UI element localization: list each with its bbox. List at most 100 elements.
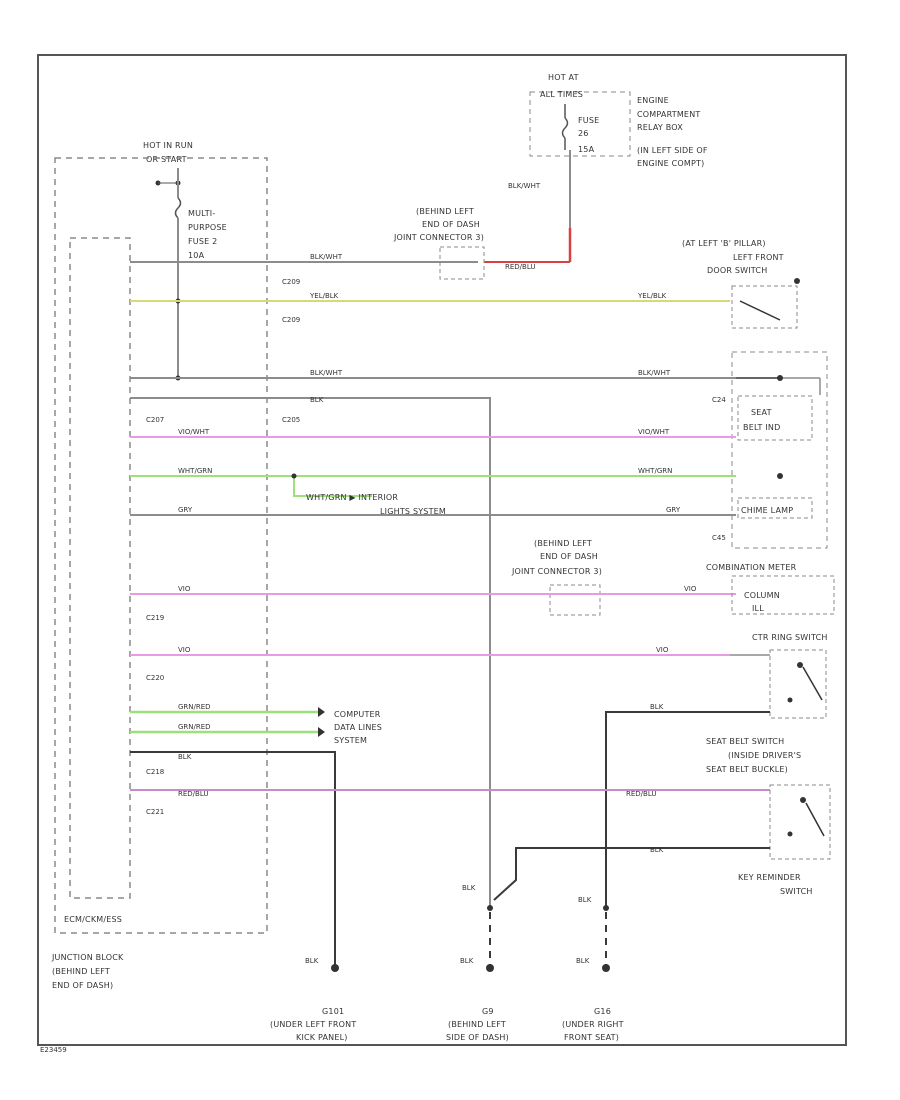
connector-c218: C218 [146, 768, 164, 776]
wire-label-row8: VIO [178, 585, 191, 593]
interior-lights-label-2: LIGHTS SYSTEM [380, 507, 446, 516]
splice-lower-label-3: JOINT CONNECTOR 3) [511, 567, 602, 576]
wire-label-row3b: BLK/WHT [638, 369, 671, 377]
wire-label-row13: RED/BLU [178, 790, 209, 798]
computer-data-label-2: DATA LINES [334, 723, 382, 732]
splice-lower: (BEHIND LEFT END OF DASH JOINT CONNECTOR… [511, 539, 602, 616]
junction-label-3: END OF DASH) [52, 981, 113, 990]
ctr-ring-switch: CTR RING SWITCH [752, 633, 828, 719]
seat-belt-indicator: SEAT BELT IND CHIME LAMP [731, 351, 828, 549]
hot-at-label-1: HOT AT [548, 73, 579, 82]
door-switch-label-1: (AT LEFT 'B' PILLAR) [682, 239, 766, 248]
key-reminder-label-2: SWITCH [780, 887, 813, 896]
junction-block-outer [54, 157, 268, 934]
wire-label-row10: GRN/RED [178, 703, 211, 711]
fuse-multi-label-3: FUSE 2 [188, 237, 217, 246]
relay-box-label-4: (IN LEFT SIDE OF [637, 146, 708, 155]
ground-g16-blk-b: BLK [576, 957, 590, 965]
wire-label-row2b: YEL/BLK [637, 292, 667, 300]
chime-lamp-label: CHIME LAMP [741, 506, 793, 515]
seat-belt-switch: SEAT BELT SWITCH (INSIDE DRIVER'S SEAT B… [706, 737, 831, 896]
ground-g101: BLK G101 (UNDER LEFT FRONT KICK PANEL) [270, 957, 356, 1042]
fuse-main-label-3: 15A [578, 145, 595, 154]
hot-in-run-label-2: OR START [146, 155, 187, 164]
ground-g16-label-3: FRONT SEAT) [564, 1033, 619, 1042]
fuse-main-label-1: FUSE [578, 116, 599, 125]
ground-g16-label-2: (UNDER RIGHT [562, 1020, 624, 1029]
connector-c45: C45 [712, 534, 726, 542]
wire-label-row5: VIO/WHT [178, 428, 210, 436]
door-switch-label-3: DOOR SWITCH [707, 266, 767, 275]
ground-g9-label-1: G9 [482, 1007, 494, 1016]
wire-label-blk-wht-top: BLK/WHT [508, 182, 541, 190]
combination-meter-label: COMBINATION METER [706, 563, 797, 572]
wire-label-ring-blk: BLK [650, 703, 664, 711]
combination-meter: COMBINATION METER COLUMN ILL [706, 563, 835, 615]
ground-g101-label-1: G101 [322, 1007, 344, 1016]
wire-label-row13b: RED/BLU [626, 790, 657, 798]
wire-label-row9b: VIO [656, 646, 669, 654]
fuse-multi-label-1: MULTI- [188, 209, 215, 218]
fuse-main-label-2: 26 [578, 129, 589, 138]
wire-label-row2: YEL/BLK [309, 292, 339, 300]
connector-c207: C207 [146, 416, 164, 424]
connector-c205: C205 [282, 416, 300, 424]
fuse-multi-label-2: PURPOSE [188, 223, 227, 232]
junction-label-2: (BEHIND LEFT [52, 967, 110, 976]
ground-g101-blk: BLK [305, 957, 319, 965]
splice-upper-label-1: (BEHIND LEFT [416, 207, 474, 216]
relay-box-label-3: RELAY BOX [637, 123, 683, 132]
wire-row6-branch [293, 476, 372, 497]
wire-label-row6: WHT/GRN [178, 467, 212, 475]
splice-lower-label-1: (BEHIND LEFT [534, 539, 592, 548]
column-ill-label-1: COLUMN [744, 591, 780, 600]
computer-data-label-1: COMPUTER [334, 710, 381, 719]
relay-box: HOT AT ALL TIMES FUSE 26 15A ENGINE COMP… [529, 73, 708, 168]
junction-block-inner [69, 237, 131, 899]
ground-g101-label-2: (UNDER LEFT FRONT [270, 1020, 356, 1029]
connector-c209-b: C209 [282, 316, 300, 324]
ground-g16-label-1: G16 [594, 1007, 611, 1016]
ctr-ring-switch-label: CTR RING SWITCH [752, 633, 828, 642]
connector-c209-a: C209 [282, 278, 300, 286]
ground-g16-blk-a: BLK [578, 896, 592, 904]
wire-label-row3: BLK/WHT [310, 369, 343, 377]
ground-g101-label-3: KICK PANEL) [296, 1033, 348, 1042]
wire-label-row11: GRN/RED [178, 723, 211, 731]
wire-label-row8b: VIO [684, 585, 697, 593]
ground-g9-blk-a: BLK [462, 884, 476, 892]
hot-in-run-label-1: HOT IN RUN [143, 141, 193, 150]
junction-inner-label: ECM/CKM/ESS [64, 915, 122, 924]
splice-upper-label-2: END OF DASH [422, 220, 480, 229]
splice-lower-label-2: END OF DASH [540, 552, 598, 561]
interior-lights-label-1: WHT/GRN ▶ INTERIOR [306, 493, 398, 502]
wire-key-blk [493, 847, 770, 901]
fuse-multi-label-4: 10A [188, 251, 205, 260]
diagram-border [37, 54, 847, 1046]
fuse-multi-icon [174, 197, 182, 219]
ground-g9-label-2: (BEHIND LEFT [448, 1020, 506, 1029]
wire-label-row9: VIO [178, 646, 191, 654]
ground-g16: BLK BLK G16 (UNDER RIGHT FRONT SEAT) [562, 896, 624, 1042]
footer-code: E23459 [40, 1046, 67, 1054]
relay-box-label-1: ENGINE [637, 96, 669, 105]
wire-label-row1-red: RED/BLU [505, 263, 536, 271]
wire-label-row4: BLK [310, 396, 324, 404]
hot-at-label-2: ALL TIMES [540, 90, 583, 99]
wire-label-row7b: GRY [666, 506, 681, 514]
seat-belt-switch-label-3: SEAT BELT BUCKLE) [706, 765, 788, 774]
connector-c221: C221 [146, 808, 164, 816]
key-reminder-label-1: KEY REMINDER [738, 873, 801, 882]
wire-label-row6b: WHT/GRN [638, 467, 672, 475]
ground-g9-blk-b: BLK [460, 957, 474, 965]
connector-c219: C219 [146, 614, 164, 622]
ground-g9-label-3: SIDE OF DASH) [446, 1033, 509, 1042]
wire-label-row12: BLK [178, 753, 192, 761]
wire-row12-blk [130, 751, 336, 968]
wire-ring-blk [605, 711, 770, 908]
seat-belt-label-2: BELT IND [743, 423, 780, 432]
seat-belt-switch-label-1: SEAT BELT SWITCH [706, 737, 784, 746]
wire-label-row1: BLK/WHT [310, 253, 343, 261]
splice-upper-label-3: JOINT CONNECTOR 3) [393, 233, 484, 242]
